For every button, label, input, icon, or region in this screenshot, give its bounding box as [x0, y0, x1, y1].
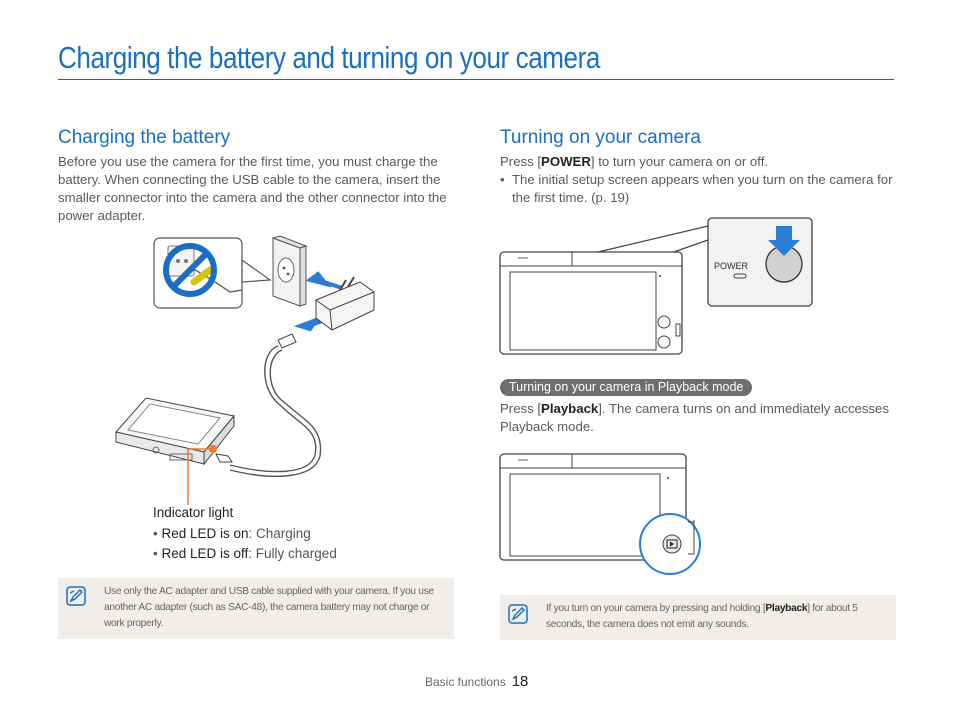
note-prefix: If you turn on your camera by pressing a…	[546, 603, 766, 614]
page-footer: Basic functions 18	[425, 673, 528, 690]
note-suffix: ] for about 5 seconds, the camera does n…	[546, 603, 858, 630]
indicator-item-value: : Charging	[248, 525, 311, 541]
note-icon	[508, 604, 528, 624]
power-instruction-suffix: ] to turn your camera on or off.	[590, 154, 769, 169]
power-adapter	[315, 276, 375, 331]
playback-mode-badge: Turning on your camera in Playback mode	[500, 379, 753, 396]
wall-socket	[271, 235, 308, 307]
indicator-item-label: Red LED is off	[161, 546, 249, 561]
camera-power-illustration: POWER	[499, 217, 813, 355]
note-text: Use only the AC adapter and USB cable su…	[104, 586, 434, 629]
camera-illustration	[115, 397, 235, 466]
page-title: Charging the battery and turning on your…	[58, 40, 600, 75]
power-instruction-prefix: Press [	[500, 154, 542, 169]
indicator-title: Indicator light	[153, 505, 234, 520]
note-box-adapter: Use only the AC adapter and USB cable su…	[58, 578, 454, 639]
power-instruction: Press [POWER] to turn your camera on or …	[500, 153, 768, 171]
setup-bullet-text: The initial setup screen appears when yo…	[512, 172, 893, 205]
power-key-label: POWER	[541, 154, 591, 169]
setup-bullet: •The initial setup screen appears when y…	[500, 171, 900, 207]
power-callout-label: POWER	[714, 261, 749, 271]
indicator-item-value: : Fully charged	[248, 546, 337, 561]
playback-instruction: Press [Playback]. The camera turns on an…	[500, 400, 890, 436]
note-box-playback: If you turn on your camera by pressing a…	[500, 595, 896, 640]
charging-illustration	[115, 235, 375, 505]
indicator-item-label: Red LED is on	[161, 525, 249, 541]
indicator-item: • Red LED is on: Charging	[153, 525, 311, 541]
playback-instruction-prefix: Press [	[500, 401, 542, 416]
title-divider	[58, 79, 894, 80]
indicator-light-info: Indicator light • Red LED is on: Chargin…	[153, 503, 393, 565]
charging-intro: Before you use the camera for the first …	[58, 154, 447, 223]
page-number: 18	[511, 673, 529, 690]
playback-key-label: Playback	[541, 401, 599, 416]
note-key-label: Playback	[765, 603, 808, 614]
turning-on-heading: Turning on your camera	[500, 127, 702, 148]
note-icon	[66, 586, 86, 606]
prohibited-icon	[153, 237, 272, 309]
playback-instruction-suffix: ]. The camera turns on and immediately a…	[500, 401, 889, 434]
indicator-item: • Red LED is off: Fully charged	[153, 546, 337, 561]
footer-section: Basic functions	[425, 675, 506, 689]
note-text: If you turn on your camera by pressing a…	[546, 601, 876, 633]
charging-heading: Charging the battery	[58, 127, 231, 148]
camera-playback-illustration	[499, 453, 701, 575]
